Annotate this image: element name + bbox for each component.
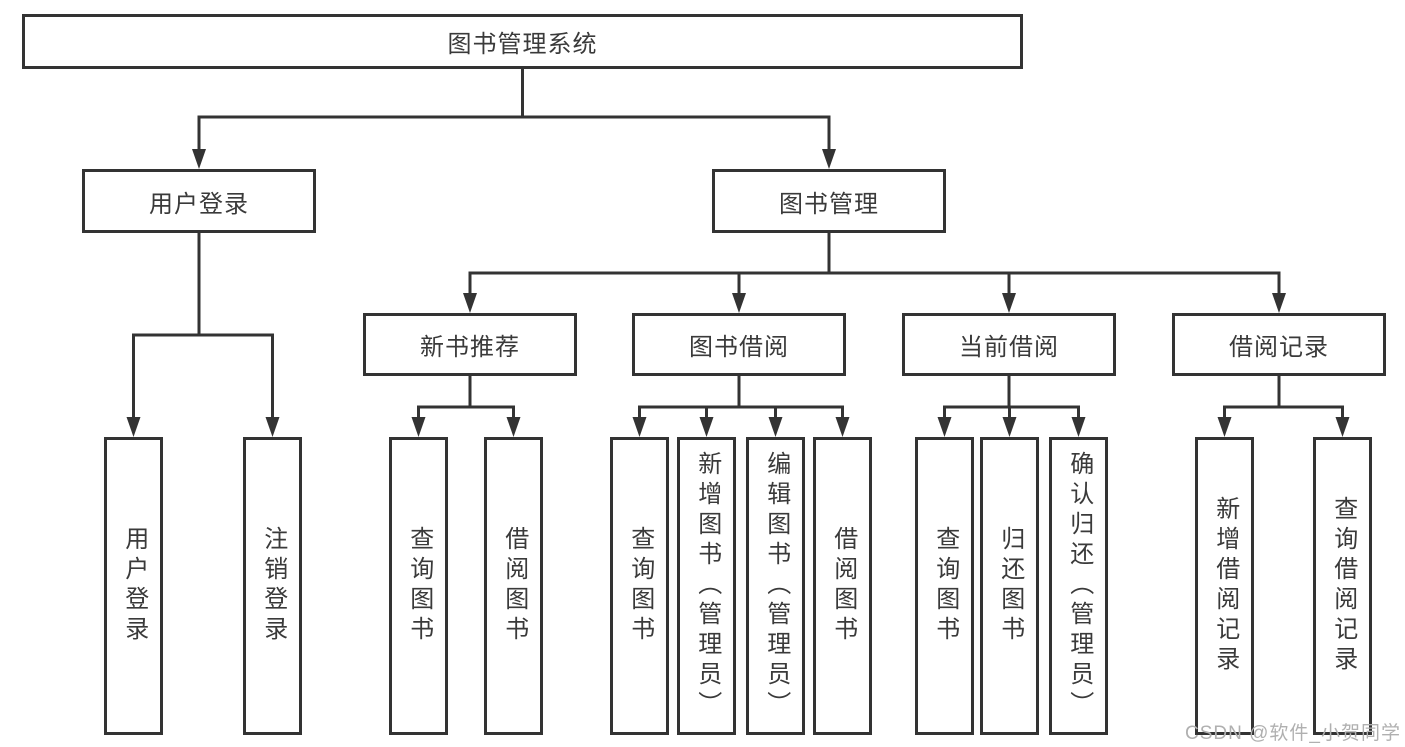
leaf-label: 查询图书 bbox=[931, 526, 959, 646]
leaf-label: 归还图书 bbox=[996, 526, 1024, 646]
node-label: 图书管理 bbox=[779, 190, 879, 218]
leaf-query-books-recommend: 查询图书 bbox=[389, 437, 448, 735]
arrowhead bbox=[937, 417, 952, 437]
csdn-watermark: CSDN @软件_小贺同学 bbox=[1185, 723, 1401, 744]
leaf-user-login: 用户登录 bbox=[104, 437, 163, 735]
leaf-label: 编辑图书（管理员） bbox=[762, 451, 790, 721]
leaf-label: 注销登录 bbox=[259, 526, 287, 646]
leaf-borrow-books: 借阅图书 bbox=[813, 437, 872, 735]
leaf-confirm-return-admin: 确认归还（管理员） bbox=[1049, 437, 1108, 735]
node-label: 借阅记录 bbox=[1229, 334, 1329, 361]
arrowhead bbox=[699, 417, 714, 437]
arrowhead bbox=[463, 293, 477, 313]
leaf-return-books: 归还图书 bbox=[980, 437, 1039, 735]
node-new-book-recommend: 新书推荐 bbox=[363, 313, 577, 376]
leaf-borrow-books-recommend: 借阅图书 bbox=[484, 437, 543, 735]
arrowhead bbox=[1335, 417, 1350, 437]
node-label: 当前借阅 bbox=[959, 334, 1059, 361]
arrowhead bbox=[1071, 417, 1086, 437]
leaf-query-books-current: 查询图书 bbox=[915, 437, 974, 735]
leaf-label: 新增借阅记录 bbox=[1211, 496, 1239, 676]
arrowhead bbox=[822, 149, 836, 169]
node-label: 新书推荐 bbox=[420, 334, 520, 361]
arrowhead bbox=[265, 417, 280, 437]
node-current-borrow: 当前借阅 bbox=[902, 313, 1116, 376]
arrowhead bbox=[506, 417, 521, 437]
node-label: 图书借阅 bbox=[689, 334, 789, 361]
tree-connector-path bbox=[132, 67, 1344, 422]
arrowhead bbox=[768, 417, 783, 437]
leaf-label: 查询借阅记录 bbox=[1329, 496, 1357, 676]
arrowhead bbox=[1002, 417, 1017, 437]
arrowhead bbox=[411, 417, 426, 437]
arrowhead bbox=[1002, 293, 1016, 313]
node-book-management: 图书管理 bbox=[712, 169, 946, 233]
node-borrow-records: 借阅记录 bbox=[1172, 313, 1386, 376]
leaf-add-books-admin: 新增图书（管理员） bbox=[677, 437, 736, 735]
leaf-label: 确认归还（管理员） bbox=[1065, 451, 1093, 721]
leaf-label: 用户登录 bbox=[120, 526, 148, 646]
node-book-borrow: 图书借阅 bbox=[632, 313, 846, 376]
leaf-query-books-borrow: 查询图书 bbox=[610, 437, 669, 735]
leaf-logout: 注销登录 bbox=[243, 437, 302, 735]
arrowhead bbox=[732, 293, 746, 313]
leaf-label: 借阅图书 bbox=[829, 526, 857, 646]
leaf-label: 查询图书 bbox=[405, 526, 433, 646]
leaf-label: 借阅图书 bbox=[500, 526, 528, 646]
arrowhead bbox=[1217, 417, 1232, 437]
leaf-label: 新增图书（管理员） bbox=[693, 451, 721, 721]
leaf-edit-books-admin: 编辑图书（管理员） bbox=[746, 437, 805, 735]
arrowhead bbox=[192, 149, 206, 169]
leaf-add-borrow-record: 新增借阅记录 bbox=[1195, 437, 1254, 735]
arrowhead bbox=[835, 417, 850, 437]
node-label: 用户登录 bbox=[149, 190, 249, 218]
node-user-login: 用户登录 bbox=[82, 169, 316, 233]
arrowhead bbox=[126, 417, 141, 437]
arrowhead bbox=[1272, 293, 1286, 313]
arrowhead bbox=[632, 417, 647, 437]
leaf-label: 查询图书 bbox=[626, 526, 654, 646]
node-root: 图书管理系统 bbox=[22, 14, 1023, 69]
node-label: 图书管理系统 bbox=[447, 31, 598, 58]
leaf-query-borrow-record: 查询借阅记录 bbox=[1313, 437, 1372, 735]
